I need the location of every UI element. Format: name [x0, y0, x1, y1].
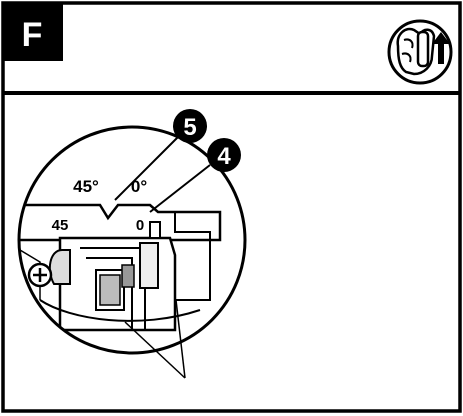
- step-badge: F: [3, 3, 63, 61]
- leader-line-part-a: [124, 321, 186, 379]
- angle-label-0: 0°: [131, 177, 147, 196]
- leader-line-part-b: [175, 299, 186, 379]
- phillips-screw-icon: [27, 262, 53, 288]
- callout-5-number: 5: [183, 114, 196, 141]
- angle-label-45: 45°: [73, 177, 99, 196]
- callout-4-number: 4: [217, 143, 231, 170]
- callout-4: 4: [207, 138, 241, 172]
- leader-line-5: [114, 136, 179, 201]
- detail-view: [19, 203, 222, 332]
- leader-line-4: [149, 164, 211, 213]
- step-letter: F: [22, 16, 43, 54]
- callout-5: 5: [173, 109, 207, 143]
- scale-mark-45: 45: [52, 217, 69, 234]
- scale-mark-0: 0: [136, 217, 144, 234]
- hand-pull-up-icon: [387, 19, 453, 85]
- detail-circle-outline: [17, 125, 247, 355]
